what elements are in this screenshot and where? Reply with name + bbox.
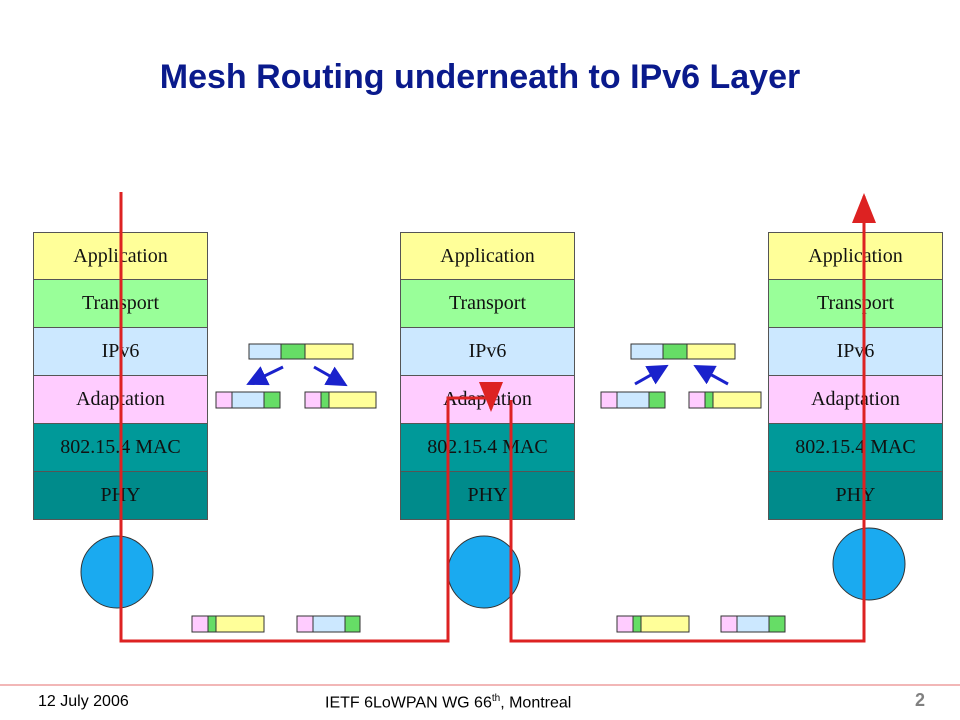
packet-link-2a — [616, 615, 690, 633]
footer-divider — [0, 684, 960, 686]
arrow-fragment-left-1 — [246, 365, 284, 386]
footer-meeting-sup: th — [491, 693, 501, 704]
packet-fragment-1-right — [600, 391, 666, 409]
layer-ipv6: IPv6 — [400, 328, 575, 376]
layer-application: Application — [400, 232, 575, 280]
page-number: 2 — [915, 690, 926, 710]
layer-mac: 802.15.4 MAC — [768, 424, 943, 472]
layer-adaptation: Adaptation — [768, 376, 943, 424]
route-path-segment-2 — [509, 193, 876, 643]
layer-application: Application — [768, 232, 943, 280]
arrow-reassemble-right-2 — [693, 364, 729, 386]
protocol-stack-2: Application Transport IPv6 Adaptation 80… — [400, 232, 575, 520]
packet-ipv6-left — [248, 343, 354, 360]
layer-mac: 802.15.4 MAC — [400, 424, 575, 472]
layer-ipv6: IPv6 — [768, 328, 943, 376]
node-1-circle — [80, 535, 154, 609]
footer-date: 12 July 2006 — [38, 693, 129, 710]
packet-link-1a — [191, 615, 265, 633]
packet-fragment-1-left — [215, 391, 281, 409]
node-3-circle — [832, 527, 906, 601]
footer-meeting-name: IETF 6LoWPAN WG 66 — [325, 694, 492, 712]
packet-fragment-2-right — [688, 391, 762, 409]
packet-fragment-2-left — [304, 391, 377, 409]
footer-meeting: IETF 6LoWPAN WG 66th, Montreal — [325, 693, 571, 712]
route-path-segment-1 — [119, 192, 503, 643]
layer-transport: Transport — [400, 280, 575, 328]
packet-link-2b — [720, 615, 786, 633]
arrow-reassemble-right-1 — [634, 364, 669, 386]
footer-meeting-suffix: , Montreal — [500, 694, 572, 712]
protocol-stack-3: Application Transport IPv6 Adaptation 80… — [768, 232, 943, 520]
slide-title: Mesh Routing underneath to IPv6 Layer — [159, 58, 801, 96]
layer-transport: Transport — [768, 280, 943, 328]
packet-link-1b — [296, 615, 361, 633]
packet-ipv6-right — [630, 343, 736, 360]
arrow-fragment-left-2 — [313, 365, 348, 387]
layer-phy: PHY — [400, 472, 575, 520]
